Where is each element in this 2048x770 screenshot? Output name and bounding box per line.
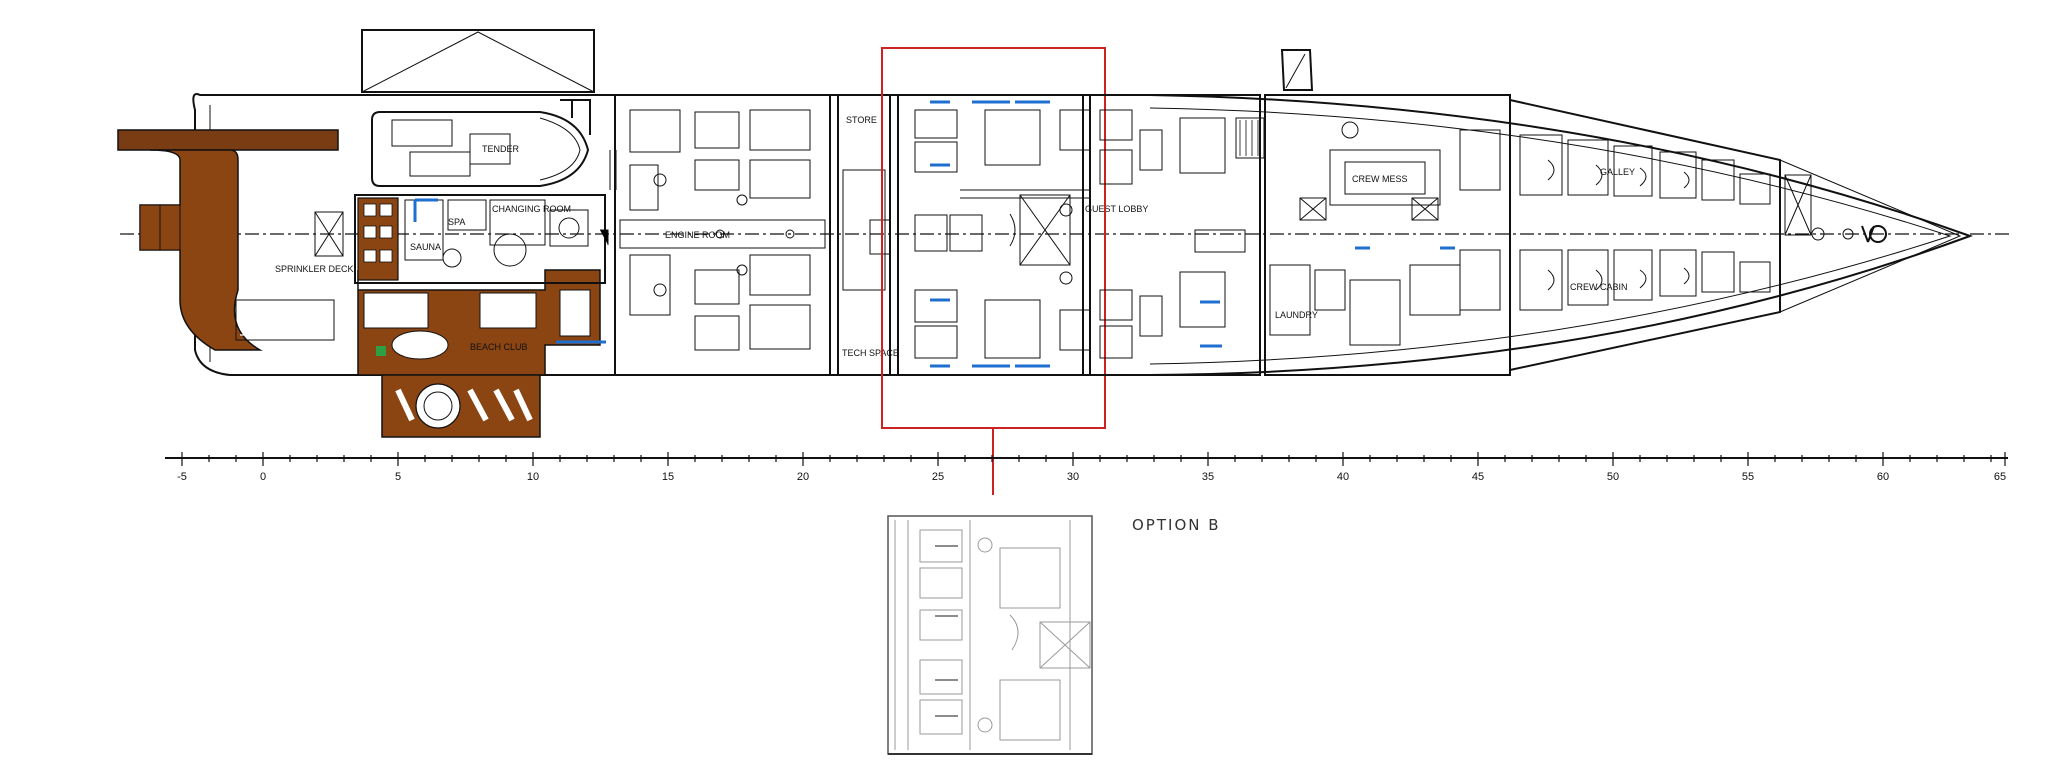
guest-cabins: GUEST LOBBY xyxy=(897,94,1148,376)
platform-cross xyxy=(314,211,344,257)
galley-label: GALLEY xyxy=(1600,167,1635,177)
store-label: STORE xyxy=(846,115,877,125)
scale-tick: 50 xyxy=(1607,471,1619,483)
tender-label: TENDER xyxy=(482,144,520,154)
scale-tick: 60 xyxy=(1877,471,1889,483)
scale-tick: 40 xyxy=(1337,471,1349,483)
swim-platform-label: SPRINKLER DECK xyxy=(275,264,354,274)
scale-bar: -5 0 5 10 15 20 25 30 35 40 45 50 55 60 … xyxy=(165,452,2008,483)
store-tech: STORE TECH SPACE xyxy=(837,94,899,376)
scale-tick: 45 xyxy=(1472,471,1484,483)
beach-club: BEACH CLUB xyxy=(357,197,606,438)
scale-tick: 20 xyxy=(797,471,809,483)
beach-club-label: BEACH CLUB xyxy=(470,342,528,352)
scale-tick: 55 xyxy=(1742,471,1754,483)
scale-tick: 0 xyxy=(260,471,266,483)
swim-platform: SPRINKLER DECK xyxy=(117,129,354,351)
laundry-label: LAUNDRY xyxy=(1275,310,1318,320)
mast-hatch xyxy=(1280,49,1314,91)
option-highlight xyxy=(881,47,1106,495)
scale-tick: 65 xyxy=(1994,471,2006,483)
crew-area: CREW MESS LAUNDRY xyxy=(1264,94,1511,376)
forward-cabins: CREW CABIN GALLEY xyxy=(1509,98,1887,372)
guest-stairs xyxy=(1089,94,1265,376)
option-b-inset: OPTION B xyxy=(887,515,1221,755)
spa-label: SPA xyxy=(448,217,465,227)
scale-tick: -5 xyxy=(177,471,187,483)
engine-room-label: ENGINE ROOM xyxy=(665,230,730,240)
scale-tick: 5 xyxy=(395,471,401,483)
scale-tick: 30 xyxy=(1067,471,1079,483)
scale-tick: 10 xyxy=(527,471,539,483)
engine-room: ENGINE ROOM xyxy=(600,94,831,376)
scale-tick: 15 xyxy=(662,471,674,483)
crew-cabin-label: CREW CABIN xyxy=(1570,282,1628,292)
tender: TENDER xyxy=(371,99,591,187)
option-b-label: OPTION B xyxy=(1132,516,1221,534)
scale-tick: 25 xyxy=(932,471,944,483)
crew-mess-label: CREW MESS xyxy=(1352,174,1408,184)
tender-hatch xyxy=(361,29,595,93)
scale-tick: 35 xyxy=(1202,471,1214,483)
guest-lobby-label: GUEST LOBBY xyxy=(1085,204,1148,214)
changing-label: CHANGING ROOM xyxy=(492,204,571,214)
sauna-label: SAUNA xyxy=(410,242,441,252)
tech-space-label: TECH SPACE xyxy=(842,348,899,358)
